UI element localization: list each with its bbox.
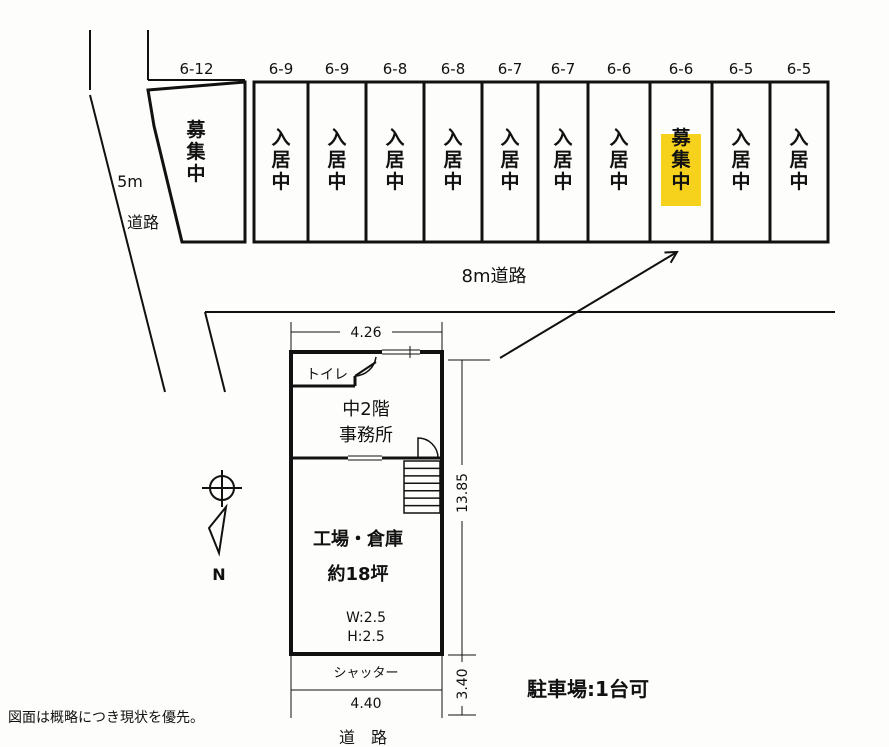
main-room-label-1: 工場・倉庫	[313, 528, 403, 550]
toilet-room	[293, 356, 377, 388]
status-char: 中	[671, 170, 690, 193]
status-char: 入	[500, 127, 519, 149]
compass-north-label: N	[212, 565, 225, 584]
lot-number-label: 6-7	[498, 60, 523, 78]
main-room-label-2: 約18坪	[327, 563, 388, 585]
status-char: 中	[186, 162, 205, 185]
status-char: 集	[670, 148, 691, 171]
unit-6-9: 6-9 入居中	[306, 60, 368, 244]
status-char: 中	[789, 170, 808, 193]
lot-number-label: 6-12	[179, 60, 213, 78]
mezzanine-label-1: 中2階	[342, 399, 389, 420]
unit-6-6: 6-6 入居中	[586, 60, 652, 244]
depth-dimension: 13.85	[455, 473, 471, 513]
status-char: 居	[385, 149, 404, 171]
compass-icon	[202, 470, 242, 557]
status-char: 居	[500, 149, 519, 171]
lot-number-label: 6-7	[551, 60, 576, 78]
lot-number-label: 6-9	[269, 60, 294, 78]
status-char: 居	[789, 149, 808, 171]
status-char: 居	[443, 149, 462, 171]
status-char: 居	[271, 149, 290, 171]
building-outline	[289, 350, 444, 656]
parking-label: 駐車場:1台可	[527, 677, 649, 701]
status-char: 入	[385, 127, 404, 149]
status-char: 中	[553, 170, 572, 193]
status-char: 入	[789, 127, 808, 149]
width-bottom-dimension: 4.40	[350, 696, 381, 712]
status-char: 中	[385, 170, 404, 193]
status-char: 中	[609, 170, 628, 193]
status-char: 集	[185, 140, 206, 163]
mezzanine-label-2: 事務所	[339, 425, 393, 446]
door-width-label: W:2.5	[346, 610, 386, 626]
status-char: 入	[443, 127, 462, 149]
status-char: 募	[185, 119, 206, 141]
unit-6-7: 6-7 入居中	[536, 60, 590, 244]
width-top-dimension: 4.26	[350, 325, 381, 341]
status-char: 中	[500, 170, 519, 193]
unit-6-6: 6-6 募集中	[648, 60, 714, 244]
shutter-label: シャッター	[333, 666, 398, 681]
unit-6-9: 6-9 入居中	[252, 60, 310, 244]
unit-6-8: 6-8 入居中	[422, 60, 484, 244]
lot-number-label: 6-6	[669, 60, 694, 78]
highlight-marker	[661, 134, 701, 206]
unit-6-7: 6-7 入居中	[480, 60, 540, 244]
status-char: 入	[553, 127, 572, 149]
status-char: 居	[731, 149, 750, 171]
main-road-label: 8m道路	[462, 266, 527, 287]
lot-number-label: 6-5	[787, 60, 812, 78]
lot-number-label: 6-5	[729, 60, 754, 78]
left-road-width: 5m	[117, 172, 143, 191]
status-char: 入	[609, 127, 628, 149]
staircase	[403, 460, 441, 514]
road-edge-line	[89, 94, 166, 393]
status-char: 入	[731, 127, 750, 149]
lot-number-label: 6-8	[441, 60, 466, 78]
status-char: 中	[443, 170, 462, 193]
status-char: 居	[609, 149, 628, 171]
units-row: 6-12募集中6-9入居中6-9入居中6-8入居中6-8入居中6-7入居中6-7…	[146, 60, 830, 244]
status-char: 入	[271, 127, 290, 149]
lot-number-label: 6-6	[607, 60, 632, 78]
unit-6-12: 6-12 募集中	[146, 60, 247, 244]
road-edge-line	[204, 311, 226, 393]
status-char: 居	[327, 149, 346, 171]
status-char: 募	[670, 127, 691, 149]
floor-plan: 4.26 13.85 3.40 トイレ 中2階 事務所	[289, 322, 490, 718]
status-char: 中	[271, 170, 290, 193]
unit-6-5: 6-5 入居中	[768, 60, 830, 244]
door-swing	[417, 437, 439, 459]
apron-depth-dimension: 3.40	[455, 668, 471, 699]
lot-number-label: 6-8	[383, 60, 408, 78]
door-height-label: H:2.5	[347, 629, 385, 645]
unit-6-8: 6-8 入居中	[364, 60, 426, 244]
status-char: 居	[553, 149, 572, 171]
status-char: 中	[731, 170, 750, 193]
unit-6-5: 6-5 入居中	[710, 60, 772, 244]
left-road-name: 道路	[127, 213, 159, 232]
status-char: 入	[327, 127, 346, 149]
lot-number-label: 6-9	[325, 60, 350, 78]
bottom-road-label: 道 路	[339, 728, 387, 747]
toilet-label: トイレ	[306, 367, 348, 383]
pointer-arrow	[499, 252, 677, 359]
status-char: 中	[327, 170, 346, 193]
disclaimer-note: 図面は概略につき現状を優先。	[8, 710, 204, 726]
